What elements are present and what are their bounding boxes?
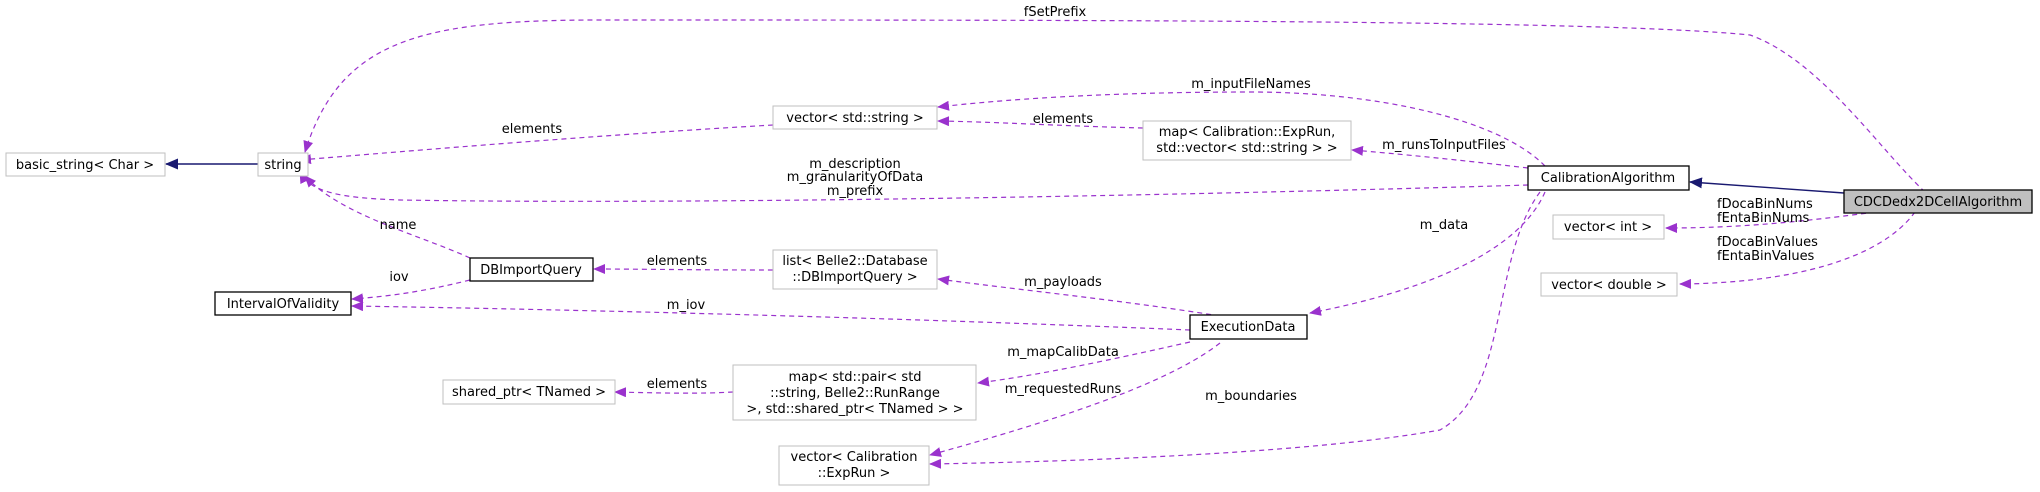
edge-m-input-file-names: [937, 91, 1546, 167]
node-list-dbimportquery[interactable]: list< Belle2::Database ::DBImportQuery >: [772, 249, 938, 290]
edge-elements-shared-ptr: [614, 387, 734, 398]
label-m-requested-runs: m_requestedRuns: [1005, 382, 1122, 397]
nodes: basic_string< Char > string vector< std:…: [5, 105, 2033, 486]
edge-int-members: [1665, 211, 1876, 233]
label-fsetprefix: fSetPrefix: [1024, 5, 1087, 20]
svg-text:::DBImportQuery >: ::DBImportQuery >: [792, 270, 917, 285]
edge-m-payloads: [937, 275, 1221, 317]
node-basic-string[interactable]: basic_string< Char >: [5, 152, 166, 177]
edge-elements-vector-string: [299, 124, 774, 165]
svg-text:vector< std::string >: vector< std::string >: [786, 111, 923, 126]
node-interval-of-validity[interactable]: IntervalOfValidity: [214, 291, 352, 316]
svg-text:map< std::pair< std: map< std::pair< std: [788, 370, 921, 385]
svg-text:basic_string< Char >: basic_string< Char >: [16, 158, 154, 173]
node-map-exprun[interactable]: map< Calibration::ExpRun, std::vector< s…: [1142, 120, 1352, 161]
svg-text:list< Belle2::Database: list< Belle2::Database: [782, 254, 927, 269]
label-m-prefix: m_prefix: [827, 184, 884, 199]
label-m-input-file-names: m_inputFileNames: [1191, 77, 1311, 92]
svg-text:::string, Belle2::RunRange: ::string, Belle2::RunRange: [770, 386, 940, 401]
node-string[interactable]: string: [257, 152, 309, 177]
edge-m-iov: [351, 301, 1191, 331]
node-vector-exprun[interactable]: vector< Calibration ::ExpRun >: [778, 445, 930, 486]
node-map-pair[interactable]: map< std::pair< std ::string, Belle2::Ru…: [732, 364, 977, 421]
label-elements-vector-string: elements: [502, 122, 563, 137]
node-vector-int[interactable]: vector< int >: [1552, 214, 1665, 240]
label-fenta-bin-nums: fEntaBinNums: [1717, 211, 1809, 226]
svg-text:DBImportQuery: DBImportQuery: [480, 263, 582, 278]
label-m-iov: m_iov: [667, 298, 706, 313]
svg-text:CDCDedx2DCellAlgorithm: CDCDedx2DCellAlgorithm: [1854, 195, 2022, 210]
edge-cdcdedx-to-calibration-algorithm: [1689, 177, 1845, 194]
label-m-runs-to-input-files: m_runsToInputFiles: [1382, 138, 1506, 153]
svg-text:::ExpRun >: ::ExpRun >: [818, 466, 891, 481]
svg-text:ExecutionData: ExecutionData: [1201, 320, 1296, 335]
label-fdoca-bin-nums: fDocaBinNums: [1717, 197, 1813, 212]
edge-m-map-calib-data: [977, 341, 1191, 387]
node-vector-double[interactable]: vector< double >: [1540, 272, 1678, 297]
edge-fsetprefix: [303, 19, 1926, 193]
node-calibration-algorithm[interactable]: CalibrationAlgorithm: [1527, 165, 1690, 191]
label-m-data: m_data: [1420, 218, 1468, 233]
edge-name: [304, 175, 471, 259]
svg-text:CalibrationAlgorithm: CalibrationAlgorithm: [1541, 171, 1675, 186]
svg-text:string: string: [264, 158, 301, 173]
node-cdcdedx2dcell-algorithm[interactable]: CDCDedx2DCellAlgorithm: [1843, 189, 2033, 214]
edge-labels: fSetPrefix m_inputFileNames elements ele…: [380, 5, 1819, 404]
edge-m-data: [1309, 191, 1546, 316]
svg-text:IntervalOfValidity: IntervalOfValidity: [227, 297, 340, 312]
svg-text:shared_ptr< TNamed >: shared_ptr< TNamed >: [452, 385, 606, 400]
edge-elements-list: [593, 264, 774, 275]
svg-text:vector< Calibration: vector< Calibration: [791, 450, 918, 465]
edge-iov: [351, 279, 471, 304]
label-m-map-calib-data: m_mapCalibData: [1007, 345, 1119, 360]
label-elements-map: elements: [1033, 112, 1094, 127]
svg-text:>, std::shared_ptr< TNamed > >: >, std::shared_ptr< TNamed > >: [746, 402, 963, 417]
label-m-payloads: m_payloads: [1024, 275, 1102, 290]
label-fdoca-bin-values: fDocaBinValues: [1717, 235, 1818, 250]
svg-text:map< Calibration::ExpRun,: map< Calibration::ExpRun,: [1159, 125, 1336, 140]
label-m-description: m_description: [809, 157, 900, 172]
label-elements-list: elements: [647, 254, 708, 269]
label-name: name: [380, 218, 417, 233]
edge-string-members: [299, 171, 1529, 202]
node-dbimportquery[interactable]: DBImportQuery: [469, 257, 594, 282]
edges: [165, 19, 1926, 469]
edge-elements-map: [937, 116, 1144, 129]
svg-text:vector< int >: vector< int >: [1564, 220, 1652, 235]
node-execution-data[interactable]: ExecutionData: [1189, 314, 1308, 340]
label-fenta-bin-values: fEntaBinValues: [1717, 249, 1815, 264]
edge-m-requested-runs: [929, 342, 1221, 457]
svg-text:vector< double >: vector< double >: [1551, 278, 1667, 293]
label-m-granularity-of-data: m_granularityOfData: [787, 170, 923, 185]
node-vector-string[interactable]: vector< std::string >: [772, 105, 938, 130]
node-shared-ptr-tnamed[interactable]: shared_ptr< TNamed >: [442, 379, 616, 405]
label-iov: iov: [389, 270, 409, 285]
label-elements-shared-ptr: elements: [647, 377, 708, 392]
label-m-boundaries: m_boundaries: [1205, 389, 1297, 404]
svg-text:std::vector< std::string > >: std::vector< std::string > >: [1156, 141, 1337, 156]
